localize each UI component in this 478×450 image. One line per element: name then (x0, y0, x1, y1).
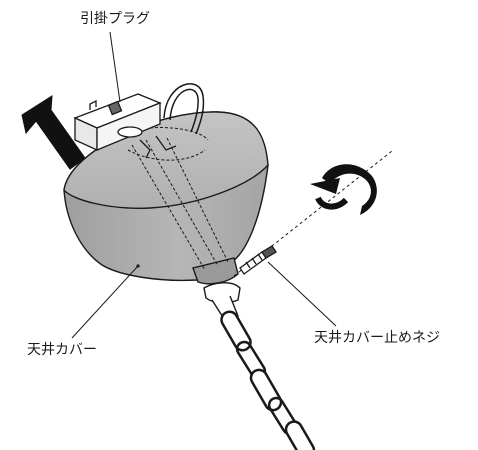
screw-leader-line (267, 261, 337, 327)
hidden-lines (127, 127, 229, 271)
screw-label: 天井カバー止めネジ (314, 330, 440, 346)
plug-label: 引掛プラグ (80, 11, 150, 27)
plug-leader-line (109, 31, 121, 103)
chain (220, 310, 316, 450)
hanging-loop (163, 83, 205, 135)
set-screw (233, 150, 393, 277)
canopy-leader-line (71, 265, 139, 339)
canopy-label: 天井カバー (27, 342, 97, 358)
ceiling-canopy (63, 111, 269, 285)
ceiling-plug (73, 93, 177, 159)
up-left-arrow-icon (21, 95, 86, 170)
rotate-arrow-icon (310, 164, 377, 215)
